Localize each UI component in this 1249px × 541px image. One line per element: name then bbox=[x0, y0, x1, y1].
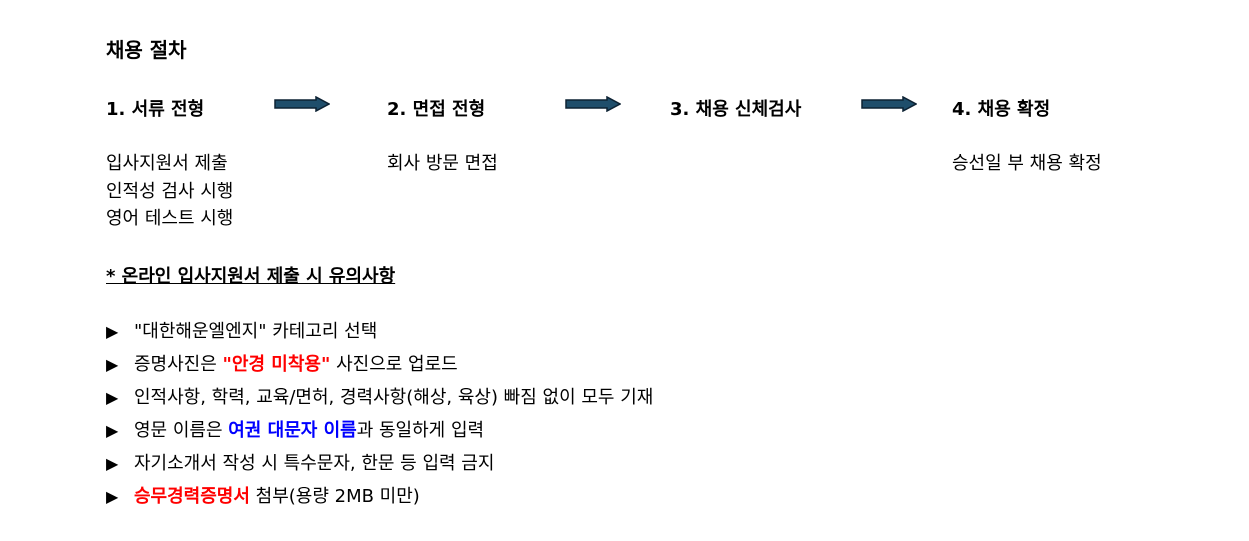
triangle-bullet-icon: ▶ bbox=[106, 355, 119, 374]
step-detail: 영어 테스트 시행 bbox=[106, 208, 234, 229]
arrow-right-icon bbox=[861, 96, 917, 112]
triangle-bullet-icon: ▶ bbox=[106, 487, 119, 506]
step-detail: 입사지원서 제출 bbox=[106, 153, 228, 174]
emphasis-blue: 여권 대문자 이름 bbox=[228, 420, 357, 441]
page-title: 채용 절차 bbox=[106, 38, 187, 62]
emphasis-red: "안경 미착용" bbox=[222, 354, 331, 375]
step-1-details: 입사지원서 제출 인적성 검사 시행 영어 테스트 시행 bbox=[106, 150, 233, 233]
notice-list: ▶"대한해운엘엔지" 카테고리 선택 ▶증명사진은 "안경 미착용" 사진으로 … bbox=[106, 318, 653, 516]
emphasis-red: 승무경력증명서 bbox=[134, 486, 250, 507]
step-2-details: 회사 방문 면접 bbox=[387, 150, 498, 178]
notice-heading: * 온라인 입사지원서 제출 시 유의사항 bbox=[106, 266, 396, 287]
step-detail: 회사 방문 면접 bbox=[387, 153, 498, 174]
notice-item: ▶"대한해운엘엔지" 카테고리 선택 bbox=[106, 318, 653, 351]
notice-item: ▶승무경력증명서 첨부(용량 2MB 미만) bbox=[106, 483, 653, 516]
arrow-right-icon bbox=[565, 96, 621, 112]
arrow-right-icon bbox=[274, 96, 330, 112]
step-3-label: 3. 채용 신체검사 bbox=[670, 99, 802, 120]
step-detail: 승선일 부 채용 확정 bbox=[952, 153, 1102, 174]
notice-item: ▶증명사진은 "안경 미착용" 사진으로 업로드 bbox=[106, 351, 653, 384]
step-2-label: 2. 면접 전형 bbox=[387, 99, 486, 120]
triangle-bullet-icon: ▶ bbox=[106, 454, 119, 473]
step-1-label: 1. 서류 전형 bbox=[106, 99, 205, 120]
step-4-label: 4. 채용 확정 bbox=[952, 99, 1051, 120]
triangle-bullet-icon: ▶ bbox=[106, 388, 119, 407]
notice-item: ▶영문 이름은 여권 대문자 이름과 동일하게 입력 bbox=[106, 417, 653, 450]
notice-item: ▶인적사항, 학력, 교육/면허, 경력사항(해상, 육상) 빠짐 없이 모두 … bbox=[106, 384, 653, 417]
triangle-bullet-icon: ▶ bbox=[106, 421, 119, 440]
step-detail: 인적성 검사 시행 bbox=[106, 180, 234, 202]
triangle-bullet-icon: ▶ bbox=[106, 322, 119, 341]
step-4-details: 승선일 부 채용 확정 bbox=[952, 150, 1102, 178]
notice-item: ▶자기소개서 작성 시 특수문자, 한문 등 입력 금지 bbox=[106, 450, 653, 483]
